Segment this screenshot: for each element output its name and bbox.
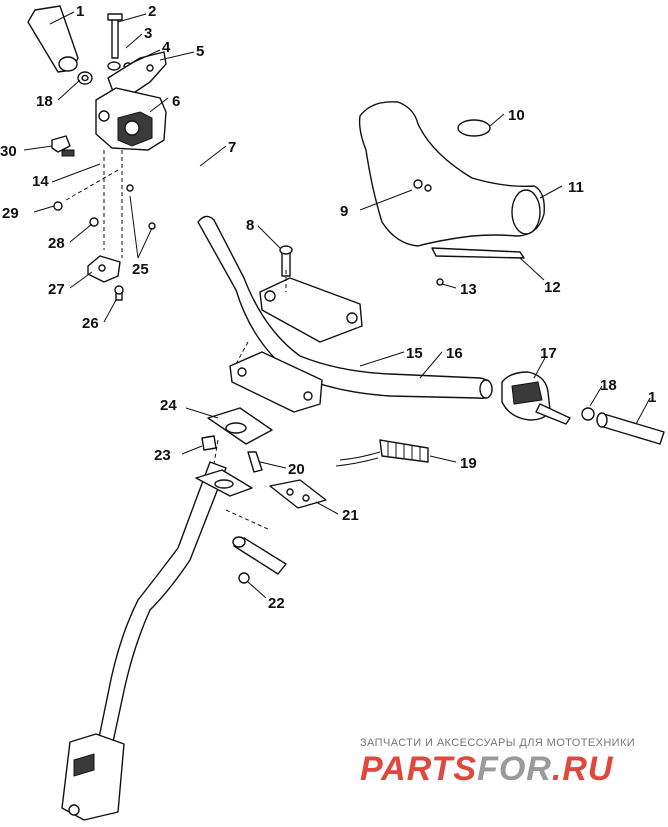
watermark: ЗАПЧАСТИ И АКСЕССУАРЫ ДЛЯ МОТОТЕХНИКИ PA… bbox=[360, 737, 635, 788]
throttle-housing bbox=[95, 87, 167, 151]
callout-25: 25 bbox=[132, 261, 149, 278]
callout-15: 15 bbox=[406, 345, 423, 362]
callout-22: 22 bbox=[268, 595, 285, 612]
callout-24: 24 bbox=[160, 397, 177, 414]
brake-control-assembly bbox=[501, 371, 571, 425]
callout-14: 14 bbox=[32, 173, 49, 190]
callout-17: 17 bbox=[540, 345, 557, 362]
clamp-screw bbox=[114, 285, 124, 301]
left-grip-washer bbox=[77, 71, 93, 85]
cover-emblem bbox=[457, 119, 491, 137]
handlebar-upper-clamp bbox=[259, 277, 363, 343]
callout-29: 29 bbox=[2, 205, 19, 222]
post-spacer-tube bbox=[232, 536, 287, 584]
callout-30: 30 bbox=[0, 143, 17, 160]
callout-27: 27 bbox=[48, 281, 65, 298]
callout-12: 12 bbox=[544, 279, 561, 296]
clamp-block bbox=[87, 255, 121, 283]
throttle-pin bbox=[107, 13, 123, 59]
callout-21: 21 bbox=[342, 507, 359, 524]
post-plate bbox=[269, 479, 327, 509]
callout-19: 19 bbox=[460, 455, 477, 472]
post-base-mount bbox=[61, 733, 125, 821]
kill-switch bbox=[51, 135, 75, 157]
callout-9: 9 bbox=[340, 203, 348, 220]
callout-6: 6 bbox=[172, 93, 180, 110]
watermark-caption: ЗАПЧАСТИ И АКСЕССУАРЫ ДЛЯ МОТОТЕХНИКИ bbox=[360, 737, 635, 749]
callout-3: 3 bbox=[144, 25, 152, 42]
callout-23: 23 bbox=[154, 447, 171, 464]
callout-18-left: 18 bbox=[36, 93, 53, 110]
callout-1-right: 1 bbox=[648, 389, 656, 406]
watermark-brand-parts: PARTS bbox=[360, 750, 477, 788]
callout-1-top: 1 bbox=[76, 3, 84, 20]
cover-trim-strip bbox=[431, 247, 525, 259]
clamp-bolt bbox=[279, 245, 293, 277]
post-bolt bbox=[247, 451, 263, 473]
callout-2: 2 bbox=[148, 3, 156, 20]
left-hand-grip bbox=[27, 5, 79, 73]
watermark-brand-for: FOR bbox=[477, 750, 552, 788]
post-upper-bracket bbox=[207, 407, 273, 445]
cover-nut bbox=[436, 278, 444, 286]
callout-10: 10 bbox=[508, 107, 525, 124]
grip-heater bbox=[335, 439, 429, 467]
callout-8: 8 bbox=[246, 217, 254, 234]
watermark-brand: PARTSFOR.RU bbox=[360, 750, 614, 788]
leader-lines bbox=[23, 11, 651, 599]
callout-5: 5 bbox=[196, 43, 204, 60]
callout-7: 7 bbox=[228, 139, 236, 156]
callout-26: 26 bbox=[82, 315, 99, 332]
callout-28: 28 bbox=[48, 235, 65, 252]
callout-16: 16 bbox=[446, 345, 463, 362]
callout-labels: 1 2 3 4 5 18 6 7 30 14 29 28 25 27 26 8 … bbox=[0, 3, 656, 612]
handlebar-cover bbox=[358, 101, 545, 247]
callout-20: 20 bbox=[288, 461, 305, 478]
right-hand-grip bbox=[596, 412, 665, 445]
right-grip-washer bbox=[581, 407, 595, 421]
steering-nut bbox=[201, 435, 217, 451]
callout-13: 13 bbox=[460, 281, 477, 298]
callout-4: 4 bbox=[162, 39, 171, 56]
steering-post bbox=[95, 461, 227, 757]
callout-18-right: 18 bbox=[600, 377, 617, 394]
handlebar-lower-clamp bbox=[229, 351, 323, 413]
callout-11: 11 bbox=[568, 179, 584, 196]
watermark-brand-ru: .RU bbox=[552, 750, 614, 788]
post-lower-flange bbox=[195, 469, 253, 497]
